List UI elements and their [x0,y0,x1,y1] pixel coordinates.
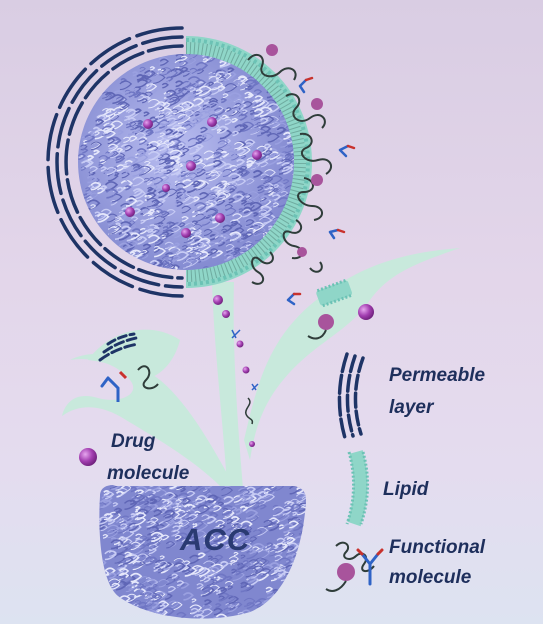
acc-label: ACC [180,522,251,557]
drug-molecule-icon [79,448,97,466]
permeable-layer-arcs [46,26,184,298]
surface-peptides [266,44,323,257]
peptide-icon [325,563,355,592]
lipid-bilayer-icon [345,450,370,527]
leaf-left-contents [98,332,159,402]
surface-functional-molecules [247,53,333,285]
lipid-label: Lipid [383,479,429,500]
drug-molecule-label-line2: molecule [107,463,190,484]
functional-molecule-label-line2: molecule [389,567,472,588]
permeable-layer-label: Permeable [389,365,486,386]
leaf-right-contents [307,279,374,340]
permeable-layer-label-line2: layer [389,397,434,418]
stem-cargo [213,295,259,447]
polymer-chain-icon [335,541,375,572]
permeable-layer-icon [337,352,365,440]
antibody-icon [356,548,384,586]
plant-stem-leaves [62,248,460,500]
drug-molecule-label: Drug [111,431,156,452]
core-drug-molecules [125,117,262,238]
functional-molecule-label: Functional [389,537,486,558]
surface-antibodies [286,76,356,306]
